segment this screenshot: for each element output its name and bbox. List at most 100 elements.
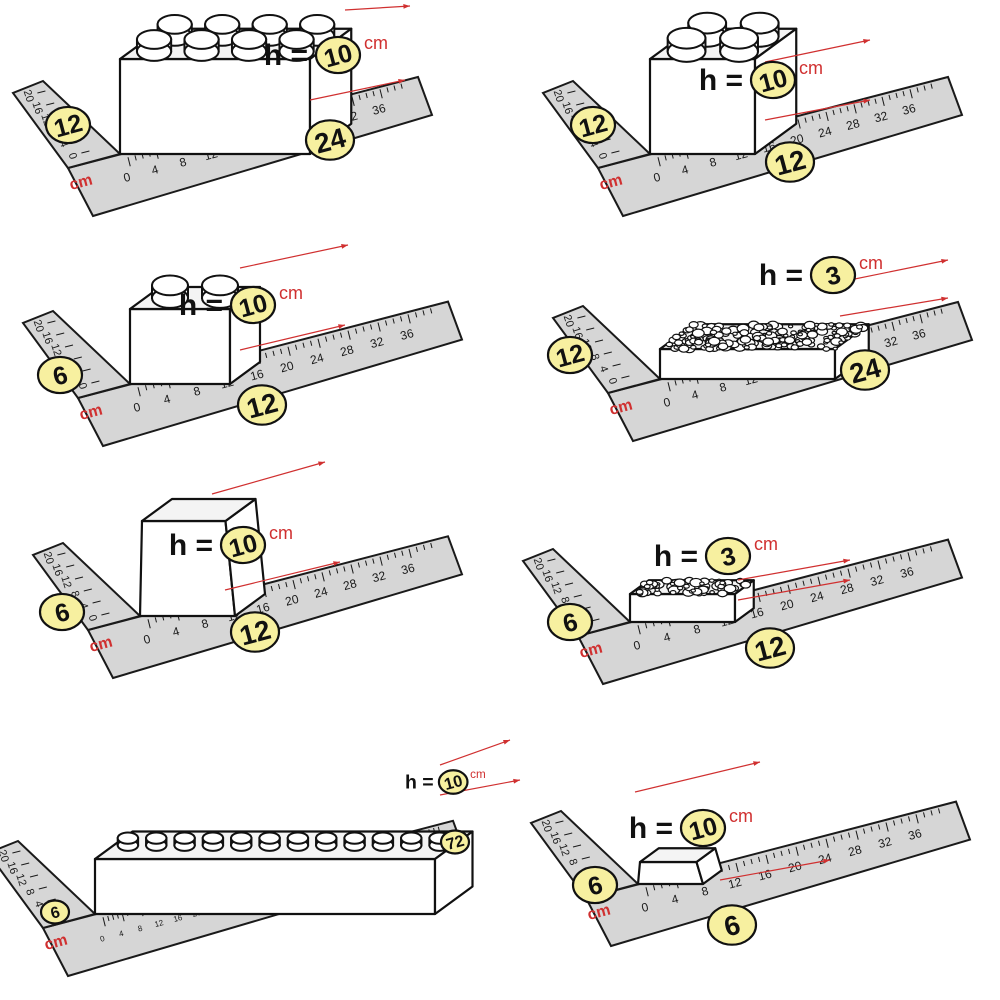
height-prefix: h = — [654, 540, 698, 573]
ruler-tick — [664, 155, 667, 161]
height-value-badge-circle — [749, 60, 797, 100]
dimension-arrow-line — [439, 739, 511, 766]
panels: 04812161824283236048121620cmh =10cm24120… — [0, 4, 974, 978]
ruler-tick — [818, 840, 821, 846]
ruler-tick — [365, 92, 368, 99]
ruler-tick — [379, 89, 383, 99]
ruler-tick — [735, 862, 739, 873]
arrowhead-icon — [398, 79, 405, 84]
ruler-y-tick-label: 16 — [547, 830, 562, 845]
ruler-tick — [564, 582, 574, 586]
foam-bubble — [674, 339, 684, 347]
ruler-x-tick-label: 28 — [339, 342, 356, 359]
ruler-tick — [611, 150, 620, 154]
foam-bubble — [739, 335, 752, 344]
ruler-tick — [825, 111, 829, 122]
ruler-tick — [347, 330, 351, 340]
ruler-tick — [916, 87, 919, 93]
length-badge: 72 — [444, 832, 466, 854]
ruler-y-tick-label: 20 — [551, 88, 566, 103]
ruler-horizontal-arm — [86, 535, 464, 680]
ruler-tick — [430, 308, 433, 314]
stud-top — [315, 831, 338, 845]
ruler-x-tick-label: 0 — [632, 638, 642, 653]
beam-block-front — [93, 857, 437, 916]
foam-bubble — [780, 342, 788, 348]
ruler-tick — [728, 864, 731, 871]
ruler-tick — [365, 560, 368, 566]
ruler-tick — [555, 820, 564, 824]
ruler-y-tick-label: 0 — [86, 613, 99, 623]
length-badge-circle — [764, 141, 816, 183]
ruler-tick — [350, 564, 354, 574]
stud-top — [145, 831, 168, 845]
foam-bubble — [740, 580, 752, 589]
ruler-tick — [825, 574, 828, 580]
ruler-tick — [870, 826, 873, 832]
ruler-tick — [862, 564, 865, 570]
ruler-tick — [645, 623, 648, 629]
ruler-unit-label: cm — [608, 396, 635, 418]
height-unit: cm — [470, 768, 486, 781]
ruler-tick — [884, 323, 887, 329]
ruler-vertical-arm — [31, 541, 142, 632]
foam-bubble — [822, 346, 831, 352]
foam-bubble — [690, 588, 697, 593]
ruler-tick — [576, 102, 585, 106]
width-badge-circle — [38, 592, 86, 632]
foam-bubble — [721, 327, 732, 335]
ruler-tick — [833, 836, 836, 842]
ruler-y-tick-label: 0 — [606, 376, 619, 386]
ruler-tick — [325, 336, 328, 342]
ruler-tick — [408, 548, 412, 558]
stud-top — [400, 831, 423, 845]
ruler-tick — [102, 917, 106, 927]
ruler-x-tick-label: 32 — [369, 334, 386, 351]
ruler-y-tick-label: 20 — [31, 318, 46, 333]
height-unit: cm — [269, 523, 293, 543]
foam-bubble — [717, 589, 728, 598]
ruler-tick — [393, 85, 396, 91]
foam-bubble — [707, 336, 721, 346]
ruler-tick — [898, 319, 901, 326]
ruler-tick — [867, 100, 870, 106]
arrowhead-icon — [513, 778, 520, 784]
ruler-tick — [423, 544, 426, 551]
ruler-tick — [847, 568, 851, 578]
ruler-y-tick-label: 12 — [548, 580, 563, 595]
ruler-x-tick-label: 32 — [883, 333, 900, 350]
foam-bubble — [743, 345, 750, 350]
ruler-tick — [674, 380, 677, 386]
ruler-unit-label: cm — [586, 901, 613, 923]
foam-bubble — [723, 583, 737, 594]
foam-bubble — [790, 330, 797, 336]
ruler-horizontal-arm — [584, 800, 972, 948]
ruler-tick — [358, 94, 361, 101]
ruler-x-tick-label: 12 — [727, 875, 744, 892]
ruler-tick — [810, 842, 813, 848]
foam-bubble — [635, 588, 644, 595]
ruler-tick — [310, 340, 313, 346]
foam-bubble — [843, 322, 852, 329]
length-badge-circle — [236, 384, 288, 426]
stud-top — [204, 13, 241, 35]
ruler-tick — [401, 550, 404, 556]
arrowhead-icon — [843, 578, 850, 584]
height-value-badge-circle — [229, 285, 277, 325]
ruler-tick — [145, 385, 148, 391]
ruler-tick — [66, 564, 75, 568]
ruler-tick — [855, 566, 858, 572]
ruler-tick — [787, 584, 791, 594]
foam-block-front — [658, 347, 837, 381]
width-badge: 6 — [50, 361, 71, 392]
ruler-unit-label: cm — [78, 401, 105, 423]
ruler-tick — [863, 828, 866, 834]
ruler-tick — [832, 572, 835, 578]
ruler-tick — [743, 860, 746, 867]
ruler-x-tick-label: 24 — [309, 350, 326, 367]
dimension-arrow-line — [211, 461, 326, 495]
ruler-tick — [357, 562, 360, 568]
ruler-tick — [265, 352, 268, 358]
ruler-tick — [83, 588, 92, 592]
